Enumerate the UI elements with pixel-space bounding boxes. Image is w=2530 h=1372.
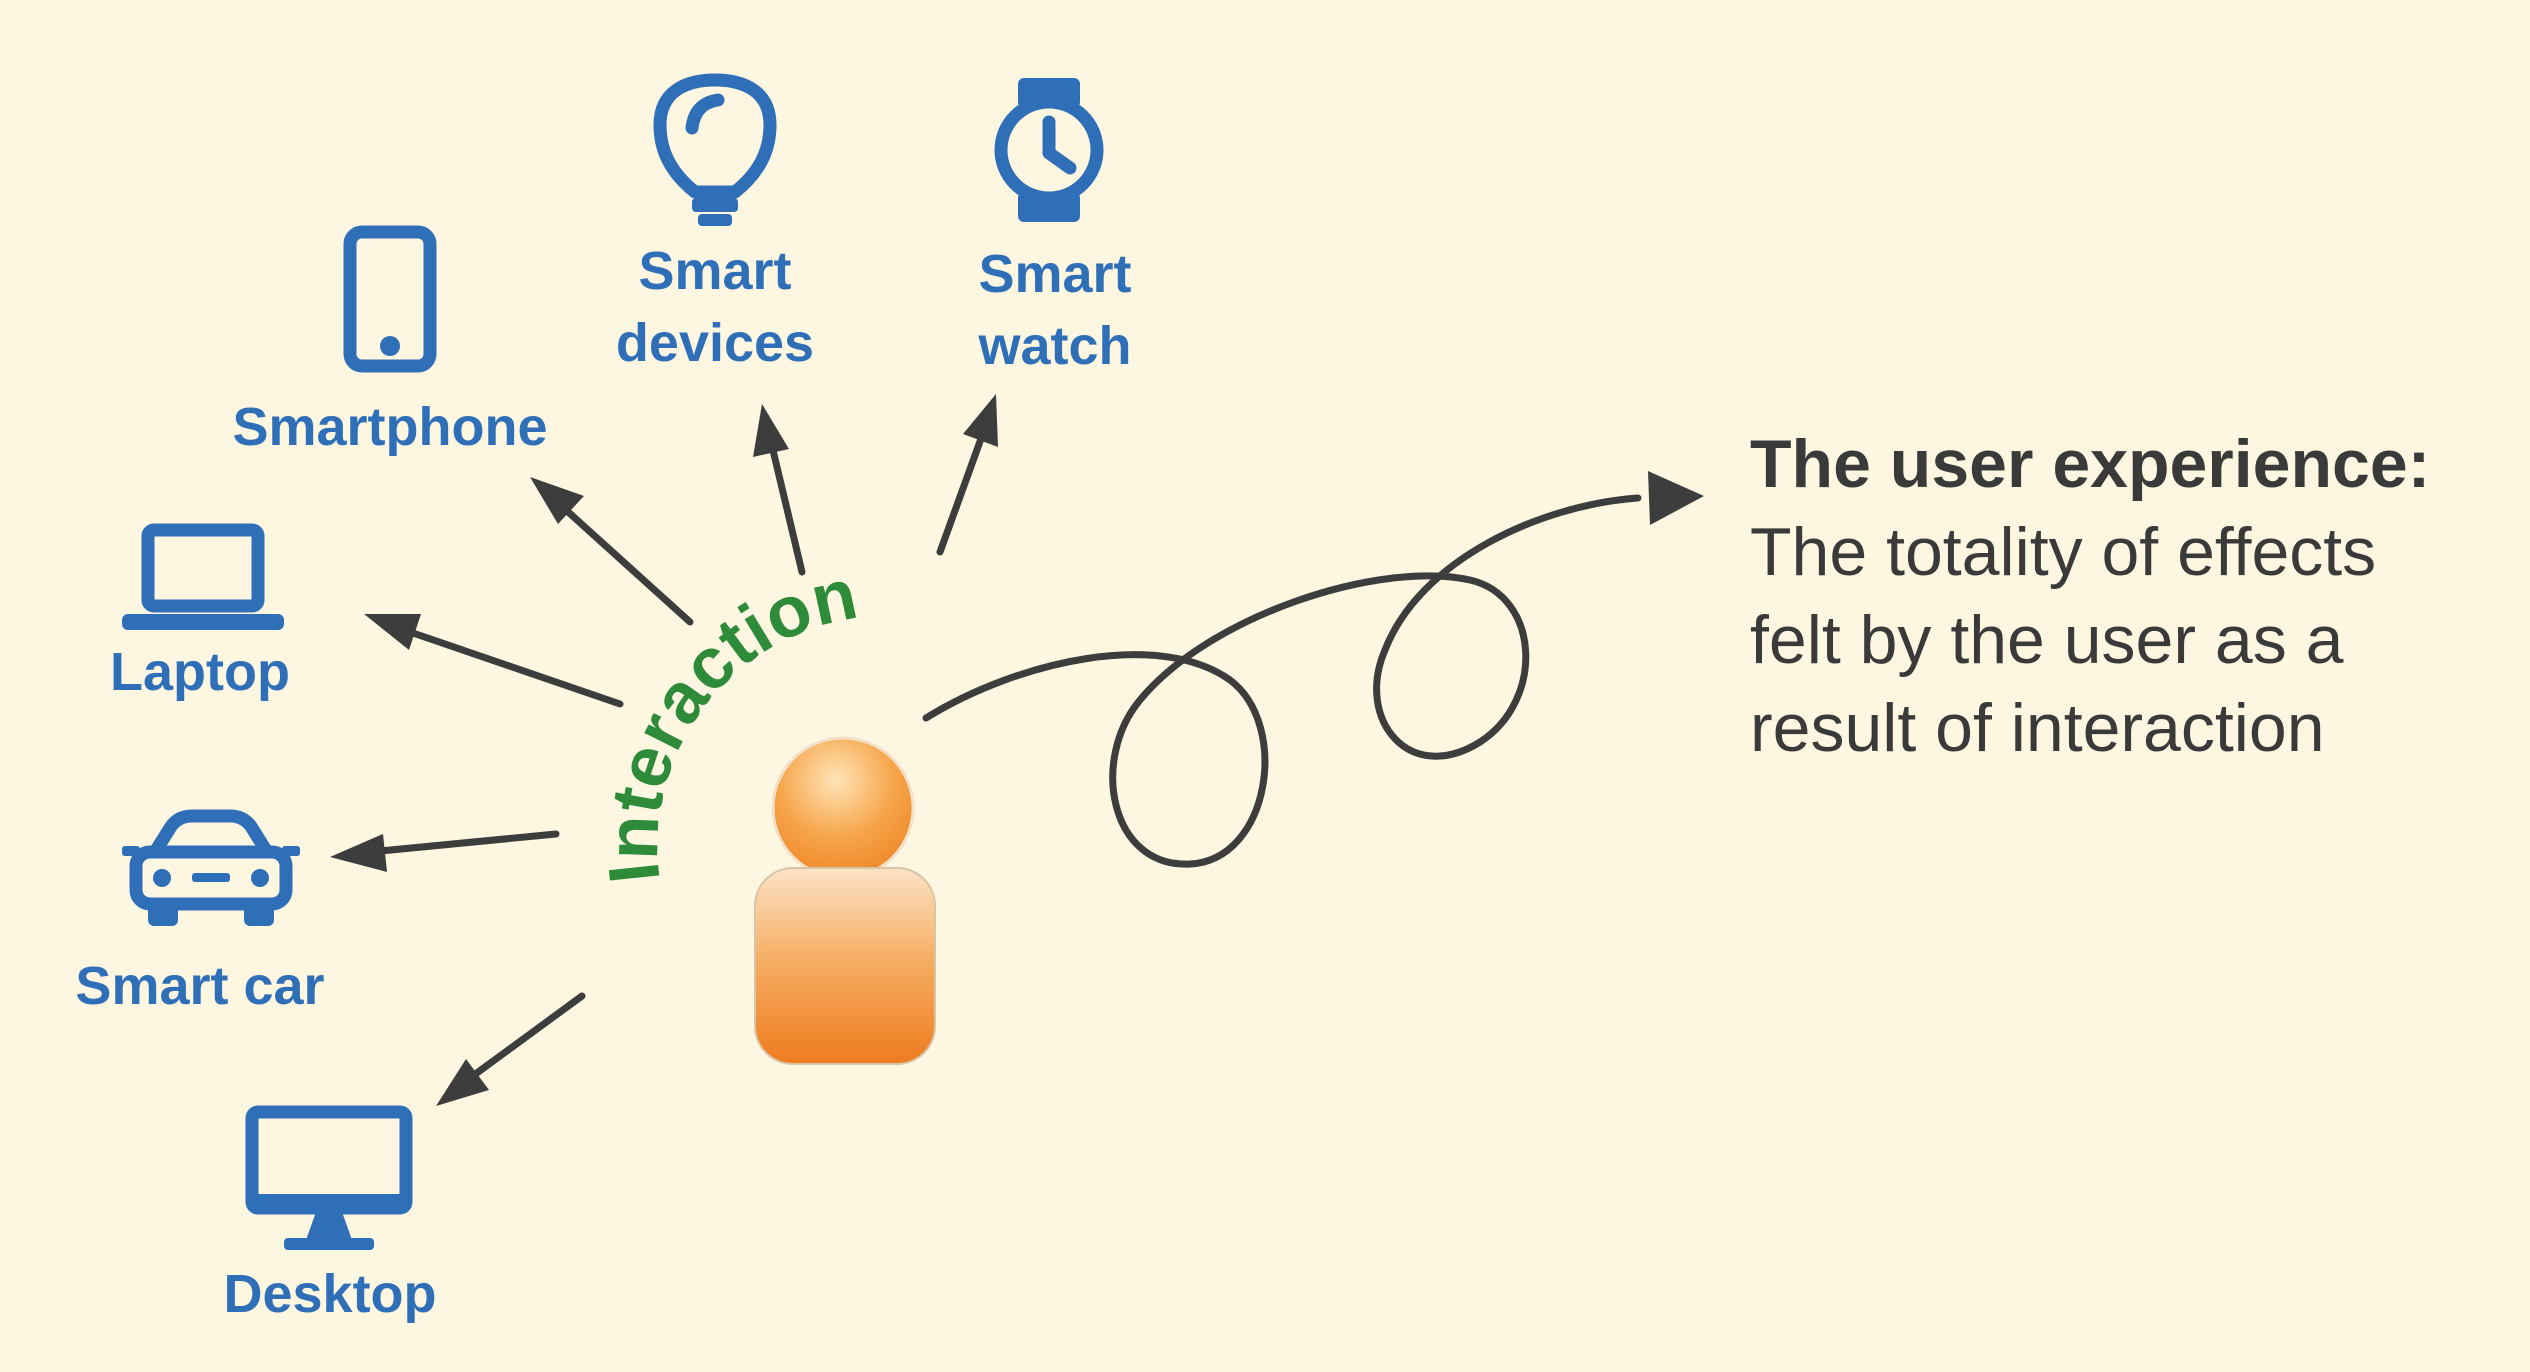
car-icon (122, 809, 300, 926)
description-line: The totality of effects (1750, 514, 2377, 590)
desktop-label: Desktop (223, 1264, 437, 1324)
user-experience-text: The user experience: The totality of eff… (1750, 420, 2510, 772)
laptop-icon (122, 523, 284, 630)
desktop-icon (245, 1105, 413, 1250)
user-experience-title: The user experience: (1750, 426, 2431, 502)
arrow-to-laptop (364, 614, 624, 708)
experience-curly-arrow (922, 471, 1704, 868)
smart-devices-label: Smart devices (615, 241, 815, 373)
arrow-to-smart-watch (936, 394, 998, 556)
smart-car-label: Smart car (75, 956, 325, 1016)
laptop-label: Laptop (110, 642, 290, 702)
lightbulb-icon (653, 73, 777, 226)
user-experience-description: The totality of effects felt by the user… (1750, 508, 2510, 772)
user-figure-icon (754, 736, 936, 1065)
watch-icon (994, 78, 1104, 222)
description-line: felt by the user as a (1750, 602, 2344, 678)
arrow-to-smart-devices (753, 404, 806, 576)
arrow-to-smart-car (330, 830, 560, 872)
smartphone-icon (343, 225, 437, 373)
arrow-to-smartphone (530, 477, 694, 626)
smart-watch-label: Smart watch (978, 244, 1132, 376)
description-line: result of interaction (1750, 690, 2325, 766)
arrow-to-desktop (436, 992, 586, 1106)
smartphone-label: Smartphone (232, 397, 548, 457)
